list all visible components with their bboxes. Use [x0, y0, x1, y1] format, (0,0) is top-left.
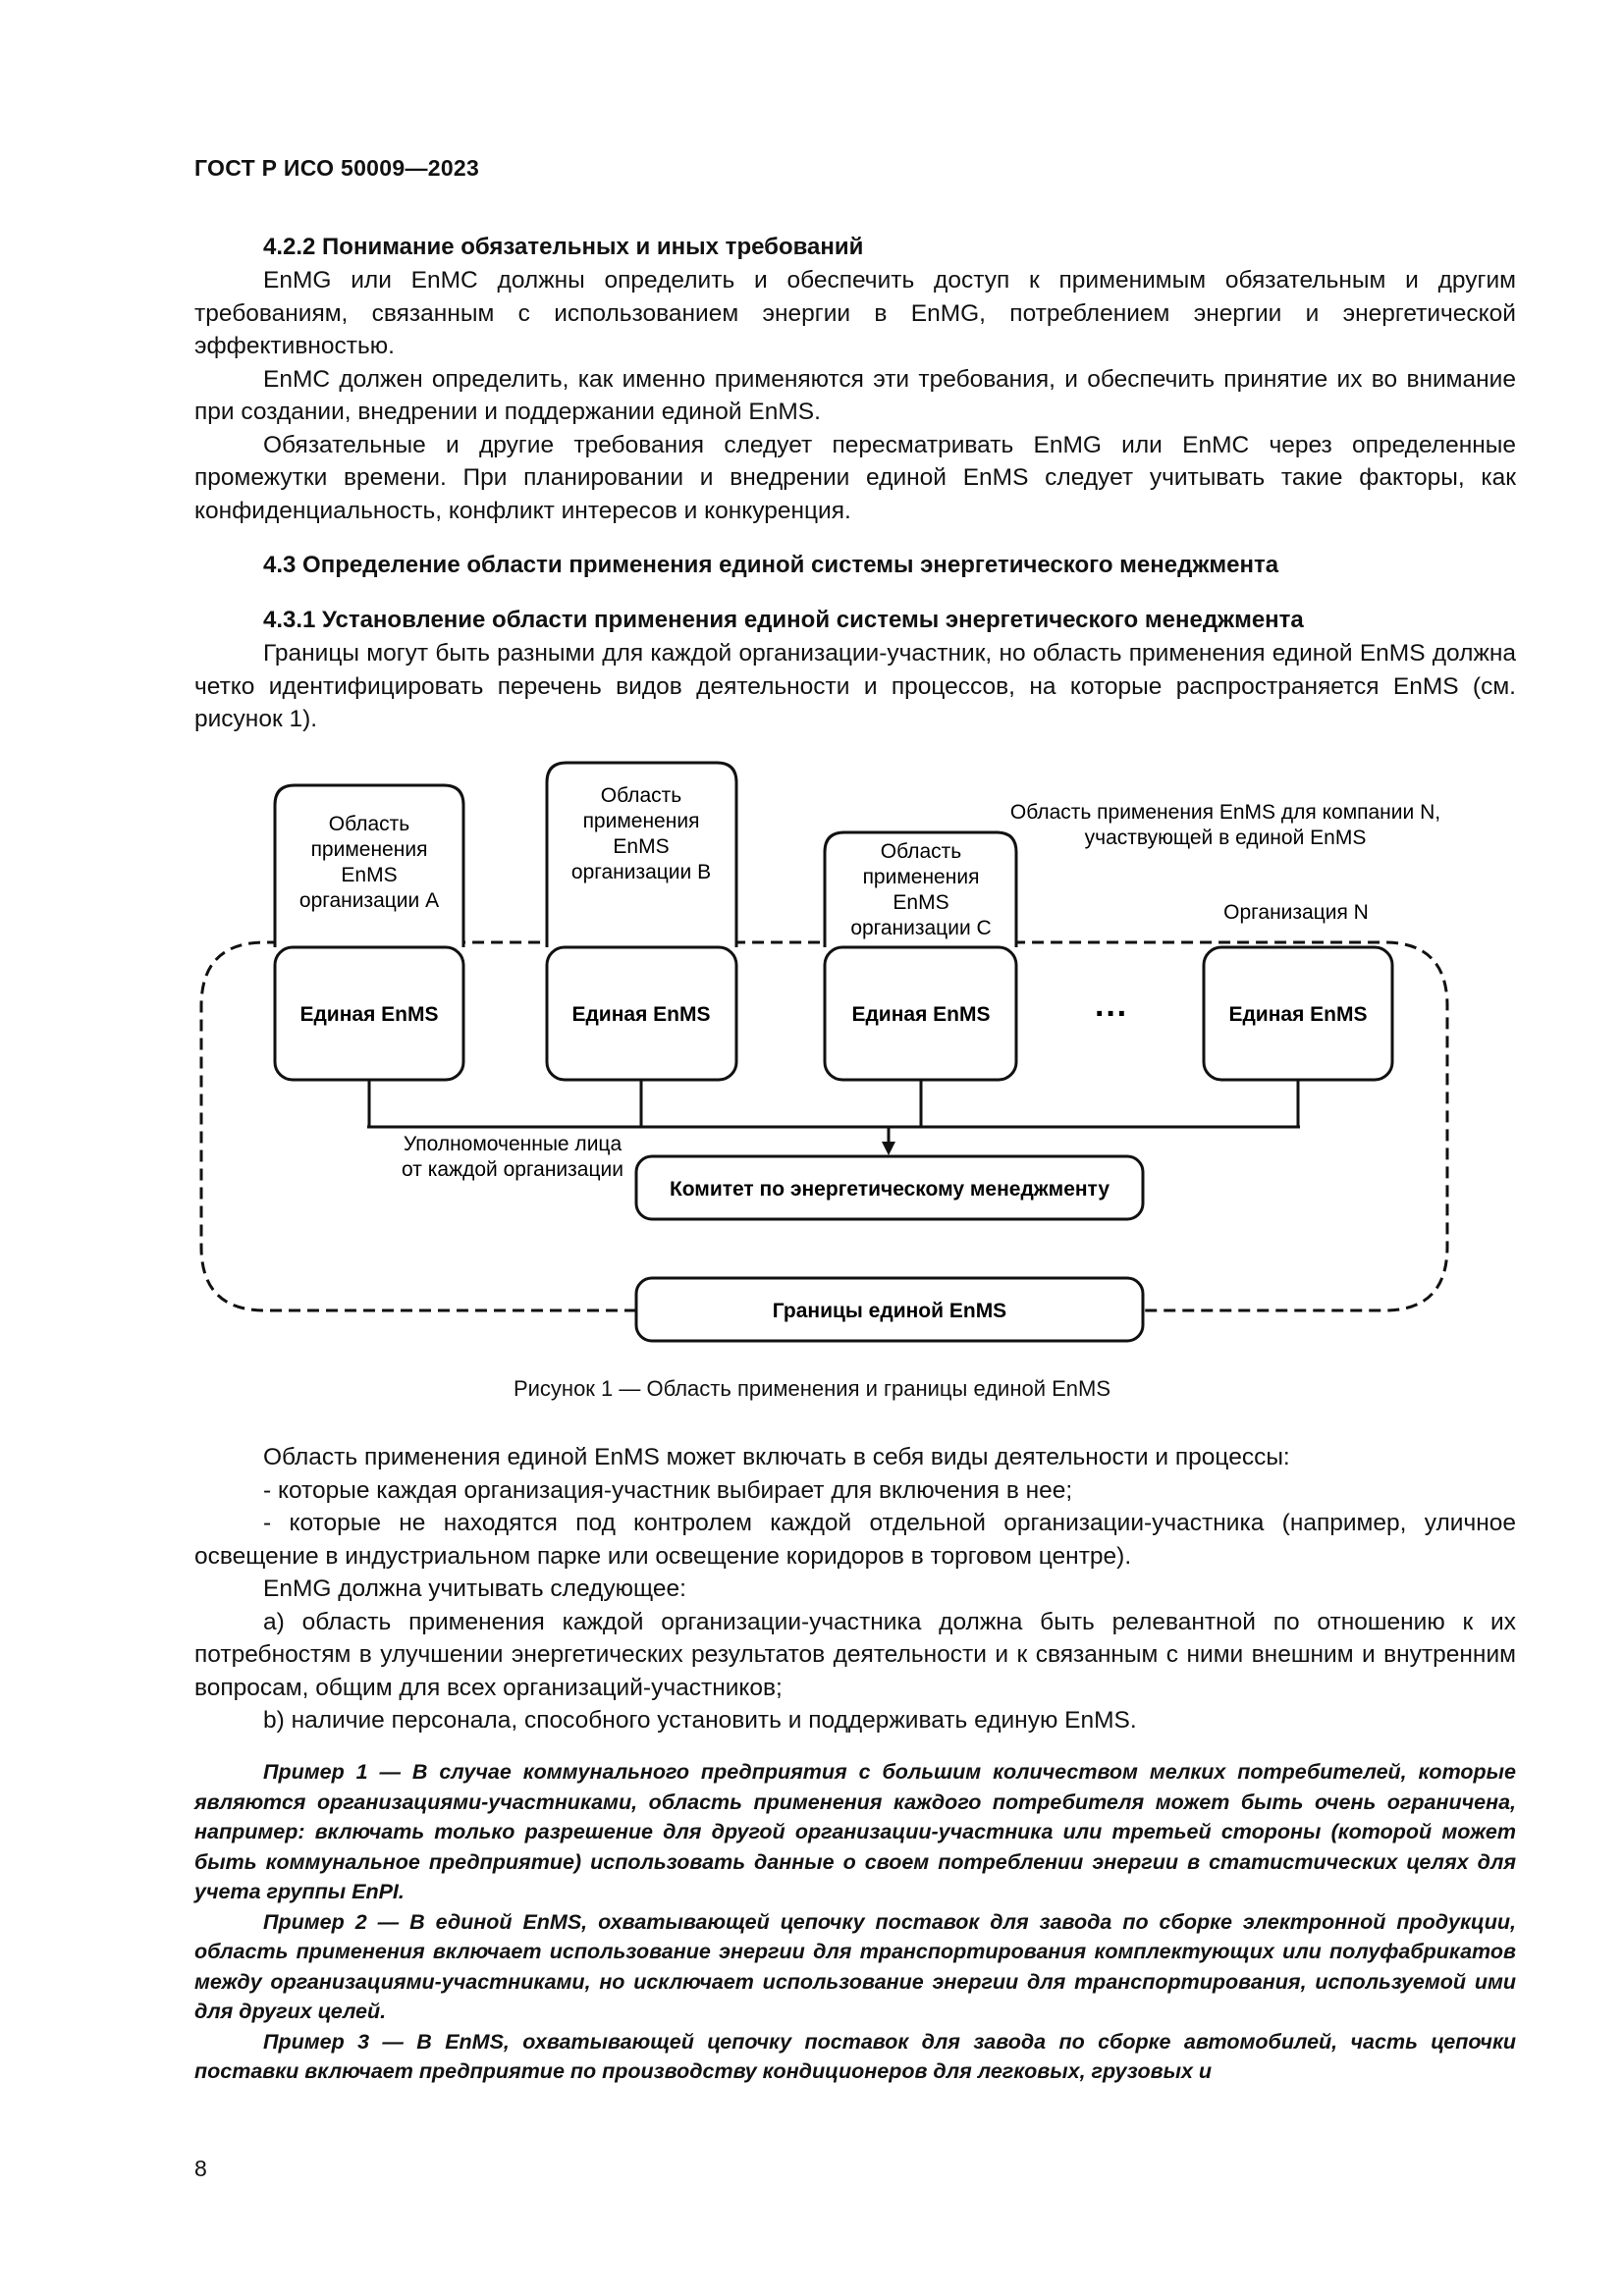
- scope-box-b: [545, 761, 738, 947]
- authorized-line-2: от каждой организации: [402, 1158, 623, 1181]
- committee-box: [634, 1154, 1145, 1221]
- paragraph: Границы могут быть разными для каждой ор…: [194, 640, 1516, 732]
- list-item: a) область применения каждой организации…: [194, 1608, 1516, 1701]
- example-3: Пример 3 — В EnMS, охватывающей цепочку …: [194, 2029, 1516, 2084]
- boundary-label: Границы единой EnMS: [773, 1300, 1006, 1322]
- scope-c-line-4: организации C: [850, 917, 991, 939]
- scope-c-line-2: применения: [863, 866, 980, 888]
- section-heading: 4.2.2 Понимание обязательных и иных треб…: [263, 234, 864, 260]
- page-number: 8: [194, 2156, 207, 2181]
- example-2: Пример 2 — В единой EnMS, охватывающей ц…: [194, 1909, 1516, 2024]
- paragraph: Обязательные и другие требования следует…: [194, 431, 1516, 524]
- section-4-2-2: 4.2.2 Понимание обязательных и иных треб…: [194, 231, 1516, 736]
- scope-box-c: [823, 830, 1018, 947]
- boundary-label-box: [634, 1276, 1145, 1343]
- paragraph: Область применения единой EnMS может вкл…: [263, 1444, 1290, 1470]
- scope-c-line-1: Область: [881, 840, 961, 863]
- committee-label: Комитет по энергетическому менеджменту: [670, 1178, 1110, 1201]
- paragraph: EnMG или EnMC должны определить и обеспе…: [194, 267, 1516, 359]
- scope-b-line-4: организации B: [571, 861, 711, 883]
- organization-n-label: Организация N: [1223, 901, 1369, 924]
- document-code: ГОСТ Р ИСО 50009—2023: [194, 155, 480, 181]
- section-heading: 4.3 Определение области применения едино…: [263, 552, 1279, 578]
- paragraph: EnMG должна учитывать следующее:: [263, 1575, 686, 1602]
- figure-caption: Рисунок 1 — Область применения и границы…: [513, 1376, 1111, 1401]
- scope-b-line-1: Область: [601, 784, 681, 807]
- arrow-head: [882, 1142, 895, 1155]
- unified-enms-label-b: Единая EnMS: [571, 1003, 710, 1026]
- list-item: b) наличие персонала, способного установ…: [263, 1707, 1137, 1734]
- paragraph: EnMC должен определить, как именно приме…: [194, 365, 1516, 426]
- ellipsis: ···: [1095, 995, 1128, 1033]
- list-item: - которые не находятся под контролем каж…: [194, 1510, 1516, 1570]
- scope-b-line-2: применения: [583, 810, 700, 832]
- scope-a-line-3: EnMS: [341, 864, 397, 886]
- after-figure-text: Область применения единой EnMS может вкл…: [194, 1441, 1516, 1737]
- scope-a-line-1: Область: [329, 813, 409, 835]
- scope-n-line-2: участвующей в единой EnMS: [1085, 827, 1367, 849]
- section-heading: 4.3.1 Установление области применения ед…: [263, 607, 1304, 633]
- scope-box-a: [273, 783, 465, 947]
- examples: Пример 1 — В случае коммунального предпр…: [194, 1757, 1516, 2087]
- scope-n-line-1: Область применения EnMS для компании N,: [1010, 801, 1440, 824]
- list-item: - которые каждая организация-участник вы…: [263, 1476, 1073, 1504]
- unified-enms-label-a: Единая EnMS: [299, 1003, 438, 1026]
- scope-a-line-4: организации A: [299, 889, 439, 912]
- authorized-line-1: Уполномоченные лица: [404, 1133, 623, 1155]
- scope-b-line-3: EnMS: [613, 835, 669, 858]
- unified-enms-label-c: Единая EnMS: [851, 1003, 990, 1026]
- unified-enms-label-n: Единая EnMS: [1228, 1003, 1367, 1026]
- scope-a-line-2: применения: [311, 838, 428, 861]
- boundary-outline: [199, 940, 1449, 1312]
- example-1: Пример 1 — В случае коммунального предпр…: [194, 1760, 1516, 1903]
- scope-c-line-3: EnMS: [893, 891, 948, 914]
